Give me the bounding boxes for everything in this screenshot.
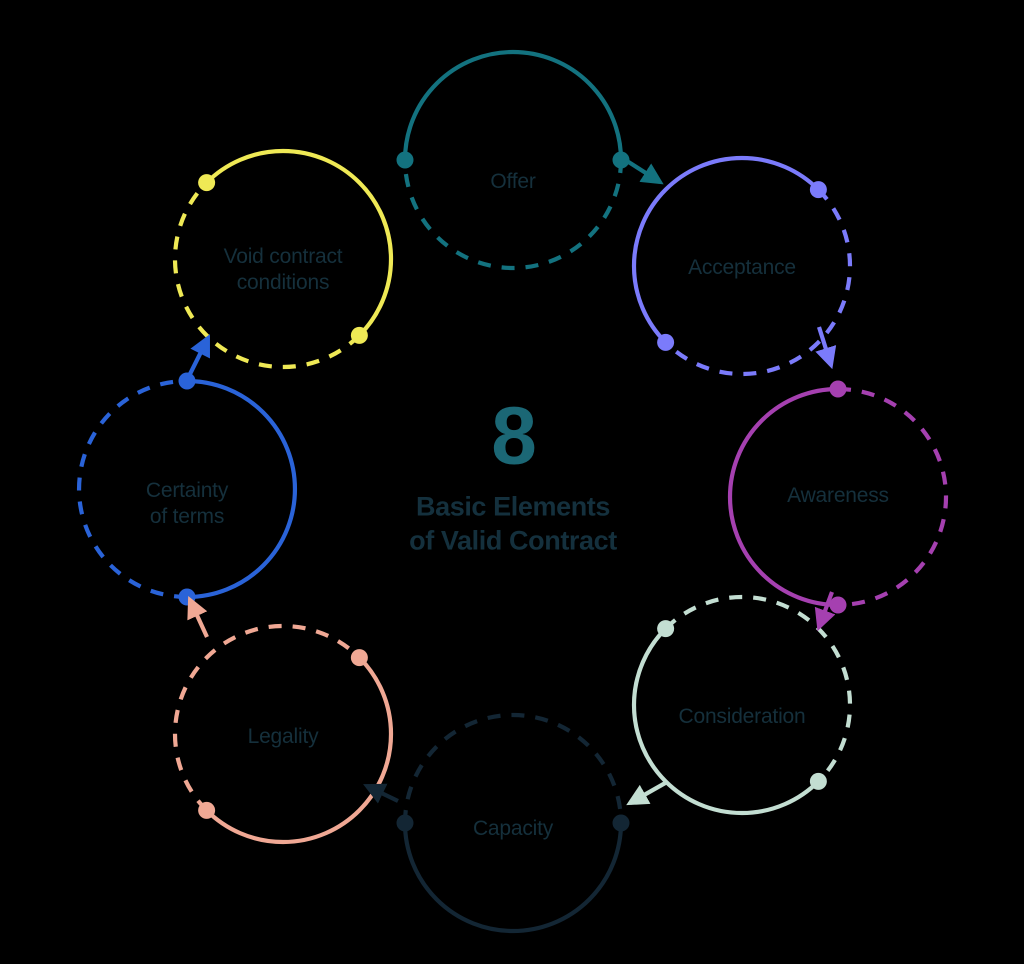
node-dot-a-capacity	[612, 814, 630, 832]
node-dot-b-acceptance	[809, 181, 827, 199]
node-certainty[interactable]	[76, 372, 298, 606]
node-dot-a-awareness	[829, 596, 847, 614]
node-acceptance[interactable]	[631, 155, 853, 377]
node-arc-solid-awareness	[727, 386, 841, 608]
node-dot-a-certainty	[178, 372, 196, 390]
node-dot-b-void	[350, 326, 368, 344]
node-dot-a-consideration	[809, 772, 827, 790]
node-arc-dashed-void	[172, 181, 361, 370]
node-arc-solid-acceptance	[631, 155, 821, 345]
arrow-acceptance-to-awareness	[815, 326, 837, 370]
node-dot-b-awareness	[829, 380, 847, 398]
node-arc-dashed-offer	[402, 159, 624, 271]
node-awareness[interactable]	[727, 380, 949, 614]
node-dot-a-acceptance	[657, 333, 675, 351]
node-arc-dashed-acceptance	[664, 188, 853, 377]
node-arc-dashed-certainty	[76, 378, 188, 600]
node-arc-dashed-capacity	[402, 712, 624, 824]
node-dot-a-offer	[396, 151, 414, 169]
node-capacity[interactable]	[396, 712, 630, 934]
node-dot-b-offer	[612, 151, 630, 169]
node-arc-dashed-legality	[172, 623, 361, 812]
node-arc-solid-legality	[204, 655, 394, 845]
node-arc-dashed-consideration	[664, 594, 853, 783]
node-dot-a-legality	[350, 649, 368, 667]
node-arc-solid-capacity	[402, 820, 624, 934]
node-arc-dashed-awareness	[837, 386, 949, 608]
node-consideration[interactable]	[631, 594, 853, 816]
arrow-legality-to-certainty	[187, 596, 209, 638]
arrow-certainty-to-void	[187, 334, 210, 377]
node-dot-b-capacity	[396, 814, 414, 832]
arrow-offer-to-acceptance	[625, 159, 664, 185]
node-dot-b-consideration	[657, 620, 675, 638]
node-offer[interactable]	[396, 49, 630, 271]
node-dot-b-legality	[198, 801, 216, 819]
node-void[interactable]	[172, 148, 394, 370]
arrow-consideration-to-capacity	[626, 780, 669, 806]
node-dot-a-void	[198, 174, 216, 192]
node-arc-solid-offer	[402, 49, 624, 163]
node-arc-solid-void	[204, 148, 394, 338]
arrow-awareness-to-consideration	[814, 591, 836, 632]
node-arc-solid-certainty	[184, 378, 298, 600]
arrow-capacity-to-legality	[363, 783, 399, 804]
node-legality[interactable]	[172, 623, 394, 845]
